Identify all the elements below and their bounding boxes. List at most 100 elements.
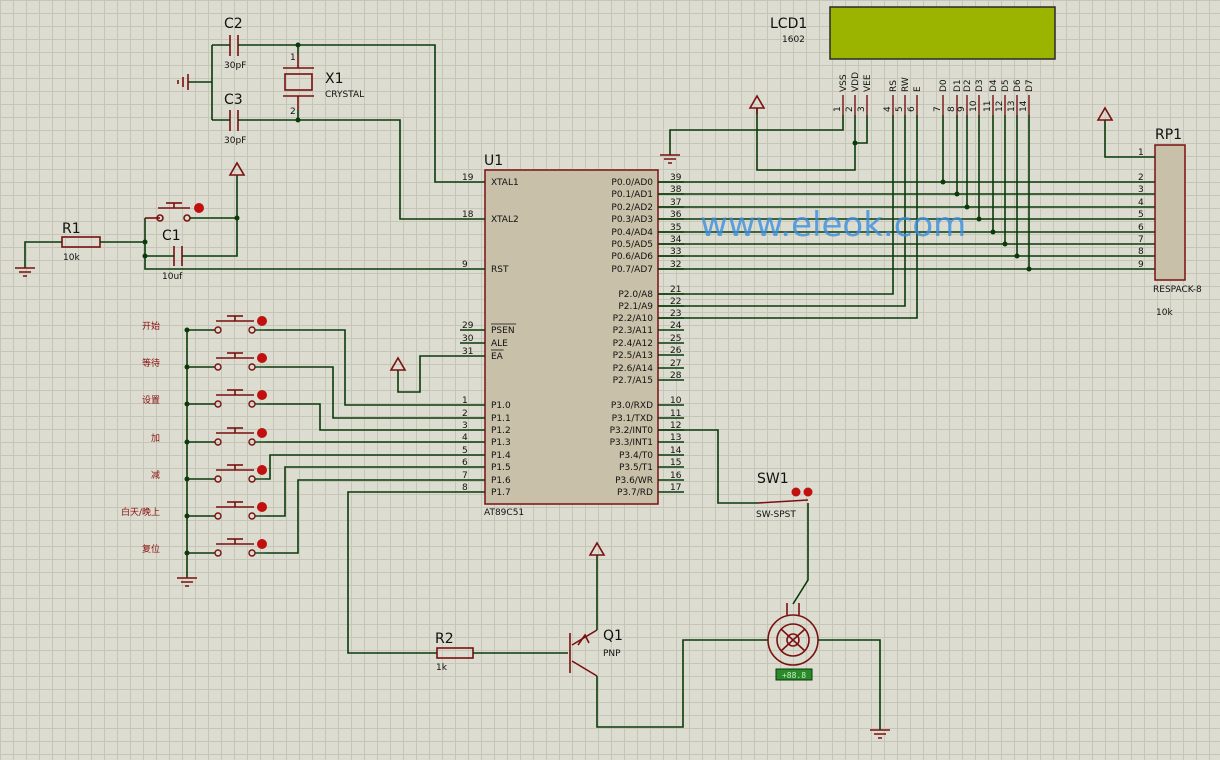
u1-left-pin-number: 9 <box>462 260 468 270</box>
p0-bus <box>658 181 1155 270</box>
button-wiring <box>177 329 460 587</box>
u1-right-pin-number: 36 <box>670 210 682 220</box>
u1-right-pin-number: 34 <box>670 235 682 245</box>
lcd-pin-number: 9 <box>957 106 967 112</box>
lcd-ground-icon <box>660 154 680 164</box>
crystal-ground-icon <box>177 74 189 90</box>
lcd-pin-label: D3 <box>975 79 985 92</box>
motor-readout <box>775 668 813 681</box>
u1-right-pin-number: 13 <box>670 433 681 443</box>
pushbutton-5[interactable]: 减 <box>151 464 267 483</box>
rp1-pin-number: 1 <box>1138 148 1144 158</box>
button-label: 减 <box>151 469 160 481</box>
u1-right-pin-name: P3.7/RD <box>617 488 653 498</box>
u1-right-pin-name: P3.2/INT0 <box>610 426 654 436</box>
button-label: 白天/晚上 <box>121 506 160 518</box>
pushbutton-1[interactable]: 开始 <box>142 315 267 334</box>
pushbutton-2[interactable]: 等待 <box>142 352 267 371</box>
button-label: 复位 <box>142 543 160 555</box>
reset-push-button[interactable] <box>145 202 204 222</box>
ea-wiring <box>389 355 460 393</box>
q1-ref: Q1 <box>603 628 623 644</box>
q1-transistor[interactable]: Q1 PNP <box>569 628 623 677</box>
u1-left-pin-name: RST <box>491 265 509 275</box>
button-label: 加 <box>151 433 160 444</box>
u1-right-pin-number: 28 <box>670 371 682 381</box>
u1-left-pin-number: 7 <box>462 471 468 481</box>
r2-resistor[interactable]: R2 1k <box>435 631 474 673</box>
u1-left-pin-name: P1.7 <box>491 488 511 498</box>
c2-capacitor[interactable]: C2 30pF <box>224 16 246 71</box>
pushbutton-4[interactable]: 加 <box>151 427 267 446</box>
lcd-pin-number: 10 <box>969 100 979 112</box>
pushbutton-3[interactable]: 设置 <box>142 389 267 408</box>
lcd-pin-label: D4 <box>989 79 999 92</box>
u1-right-pin-name: P0.4/AD4 <box>611 228 653 238</box>
pushbutton-6[interactable]: 白天/晚上 <box>121 501 267 520</box>
button-dot-icon <box>257 539 267 549</box>
r1-resistor[interactable]: R1 10k <box>61 221 101 263</box>
u1-right-pin-number: 39 <box>670 173 682 183</box>
reset-power-icon <box>228 161 246 176</box>
lcd-pin-number: 14 <box>1019 100 1029 112</box>
rp1-pin-number: 9 <box>1138 260 1144 270</box>
dc-motor[interactable]: +88.8 <box>767 603 819 681</box>
motor-section: R2 1k Q1 PNP +88.8 <box>347 429 890 739</box>
u1-left-pin-number: 3 <box>462 421 468 431</box>
rp1-value: RESPACK-8 <box>1153 285 1202 295</box>
sw1-ref: SW1 <box>757 471 789 487</box>
u1-right-pin-number: 26 <box>670 346 682 356</box>
u1-right-pin-number: 33 <box>670 247 681 257</box>
button-dot-icon <box>257 465 267 475</box>
lcd-pin-number: 5 <box>895 106 905 112</box>
lcd-pin-number: 11 <box>983 101 993 112</box>
c3-capacitor[interactable]: C3 30pF <box>224 92 246 146</box>
u1-right-pin-name: P3.1/TXD <box>612 414 653 424</box>
u1-left-pin-name: P1.0 <box>491 401 511 411</box>
r2-value: 1k <box>436 663 448 673</box>
lcd-pin-number: 3 <box>857 106 867 112</box>
u1-right-pin-number: 32 <box>670 260 681 270</box>
button-dot-icon <box>257 502 267 512</box>
lcd-pin-number: 12 <box>995 101 1005 112</box>
lcd-pin-label: D7 <box>1025 79 1035 92</box>
u1-right-pin-name: P0.6/AD6 <box>611 252 653 262</box>
pushbutton-7[interactable]: 复位 <box>142 538 267 557</box>
vee-wire <box>855 115 868 144</box>
rp1-pin-number: 3 <box>1138 185 1144 195</box>
motor-readout-text: +88.8 <box>782 671 806 680</box>
rp1-pin-number: 2 <box>1138 173 1144 183</box>
rs-wire <box>658 115 894 295</box>
svg-text:2: 2 <box>290 107 296 117</box>
c1-capacitor[interactable]: C1 10uf <box>162 228 183 282</box>
lcd-component[interactable]: LCD1 1602 VSS1VDD2VEE3RS4RW5E6D07D18D29D… <box>770 6 1056 115</box>
c3-ref: C3 <box>224 92 243 108</box>
u1-left-pin-name: EA <box>491 352 504 362</box>
u1-right-pin-number: 10 <box>670 396 682 406</box>
lcd-pin-label: D1 <box>953 79 963 92</box>
lcd-value: 1602 <box>782 35 805 45</box>
lcd-pin-number: 2 <box>845 106 855 112</box>
sw1-value: SW-SPST <box>756 510 796 520</box>
button-dot-icon <box>257 316 267 326</box>
q1-value: PNP <box>603 649 621 659</box>
ea-power-icon <box>389 356 407 371</box>
x1-ref: X1 <box>325 71 344 87</box>
u1-left-pin-number: 18 <box>462 210 474 220</box>
u1-right-pin-number: 17 <box>670 483 681 493</box>
u1-right-pin-name: P3.5/T1 <box>619 463 653 473</box>
rp1-power-wire <box>1104 120 1155 158</box>
u1-right-pin-number: 25 <box>670 334 681 344</box>
lcd-power-icon <box>748 94 766 114</box>
lcd-pin-label: E <box>913 86 923 92</box>
u1-left-pin-number: 5 <box>462 446 468 456</box>
u1-left-pin-name: P1.6 <box>491 476 511 486</box>
u1-right-pin-name: P2.2/A10 <box>613 314 654 324</box>
lcd-pin-number: 13 <box>1007 101 1017 112</box>
sw1-switch[interactable]: SW1 SW-SPST <box>756 471 813 520</box>
u1-left-pin-name: P1.3 <box>491 438 511 448</box>
u1-right-pin-name: P0.2/AD2 <box>611 203 653 213</box>
x1-crystal[interactable]: X1 CRYSTAL 1 2 <box>283 53 364 117</box>
